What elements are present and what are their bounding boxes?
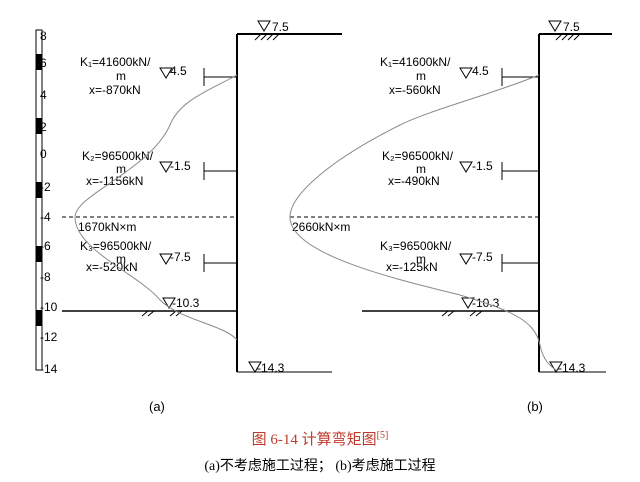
soil-hatch-icon [254, 33, 280, 41]
level-triangle-icon [459, 67, 473, 79]
panel-label: (a) [149, 399, 165, 414]
level-triangle-icon [162, 297, 176, 309]
level-triangle-icon [461, 297, 475, 309]
soil-hatch-icon [555, 33, 581, 41]
stiffness-label: K₂=96500kN/ [382, 149, 454, 163]
level-label: 4.5 [472, 64, 489, 78]
level-label: -1.5 [170, 159, 191, 173]
stiffness-unit: m [416, 252, 426, 266]
scale-tick-label: 2 [40, 120, 47, 134]
elevation-scale: 8 6 4 2 0 -2 -4 -6 -8 -10 -12 -14 [35, 29, 58, 376]
level-triangle-icon [159, 253, 173, 265]
stiffness-unit: m [116, 69, 126, 83]
level-label: -10.3 [172, 296, 200, 310]
svg-text:7.5: 7.5 [272, 20, 289, 34]
soil-hatch-icon [441, 310, 483, 317]
strut-force-label: x=-520kN [86, 260, 138, 274]
level-label: -14.3 [558, 361, 586, 375]
scale-tick-label: 4 [40, 88, 47, 102]
stiffness-unit: m [416, 162, 426, 176]
level-triangle-icon [248, 361, 262, 373]
caption-text: 图 6-14 计算弯矩图 [251, 432, 377, 448]
level-label: 4.5 [170, 64, 187, 78]
panel-label: (b) [527, 399, 543, 414]
panel-b: 7.5 4.5 K₁=41600kN/ m x=-560kN -1.5 K₂=9… [289, 20, 612, 414]
max-moment-label: 1670kN×m [78, 220, 136, 234]
strut-force-label: x=-490kN [388, 174, 440, 188]
strut-force-label: x=-870kN [89, 83, 141, 97]
scale-tick-label: 8 [40, 29, 47, 43]
level-label: -7.5 [170, 250, 191, 264]
panel-a: 7.5 4.5 K₁=41600kN/ m x=-870kN -1.5 K₂=9… [62, 20, 342, 414]
scale-tick-label: -6 [40, 239, 51, 253]
level-triangle-icon [459, 253, 473, 265]
level-triangle-icon [257, 20, 271, 32]
moment-diagram-figure: 8 6 4 2 0 -2 -4 -6 -8 -10 -12 -14 7.5 4.… [35, 20, 612, 414]
stiffness-label: K₃=96500kN/ [380, 239, 452, 253]
scale-tick-label: -12 [40, 330, 58, 344]
scale-tick-label: -2 [40, 180, 51, 194]
max-moment-label: 2660kN×m [292, 220, 350, 234]
strut-force-label: x=-560kN [389, 83, 441, 97]
stiffness-label: K₂=96500kN/ [82, 149, 154, 163]
stiffness-unit: m [416, 69, 426, 83]
level-marker-top: 7.5 [257, 20, 289, 34]
figure-caption-title: 图 6-14 计算弯矩图[5] [0, 428, 640, 449]
level-marker-top: 7.5 [548, 20, 580, 34]
stiffness-unit: m [116, 162, 126, 176]
figure-caption-subtitle: (a)不考虑施工过程； (b)考虑施工过程 [204, 459, 436, 474]
scale-tick-label: -4 [40, 210, 51, 224]
stiffness-label: K₃=96500kN/ [80, 239, 152, 253]
level-triangle-icon [549, 361, 563, 373]
stiffness-label: K₁=41600kN/ [80, 55, 151, 69]
soil-hatch-icon [141, 310, 183, 317]
level-triangle-icon [459, 161, 473, 173]
level-triangle-icon [159, 67, 173, 79]
scale-tick-label: 0 [40, 147, 47, 161]
svg-text:7.5: 7.5 [563, 20, 580, 34]
moment-curve [74, 74, 238, 341]
level-label: -7.5 [472, 250, 493, 264]
strut-force-label: x=-125kN [386, 260, 438, 274]
scale-tick-label: 6 [40, 56, 47, 70]
scale-tick-label: -8 [40, 270, 51, 284]
moment-curve [289, 74, 557, 371]
level-label: -14.3 [257, 361, 285, 375]
level-triangle-icon [548, 20, 562, 32]
scale-tick-label: -10 [40, 300, 58, 314]
caption-reference: [5] [376, 430, 389, 441]
stiffness-label: K₁=41600kN/ [380, 55, 451, 69]
stiffness-unit: m [116, 252, 126, 266]
scale-tick-label: -14 [40, 362, 58, 376]
level-triangle-icon [159, 161, 173, 173]
level-label: -1.5 [472, 159, 493, 173]
strut-force-label: x=-1156kN [86, 174, 143, 188]
